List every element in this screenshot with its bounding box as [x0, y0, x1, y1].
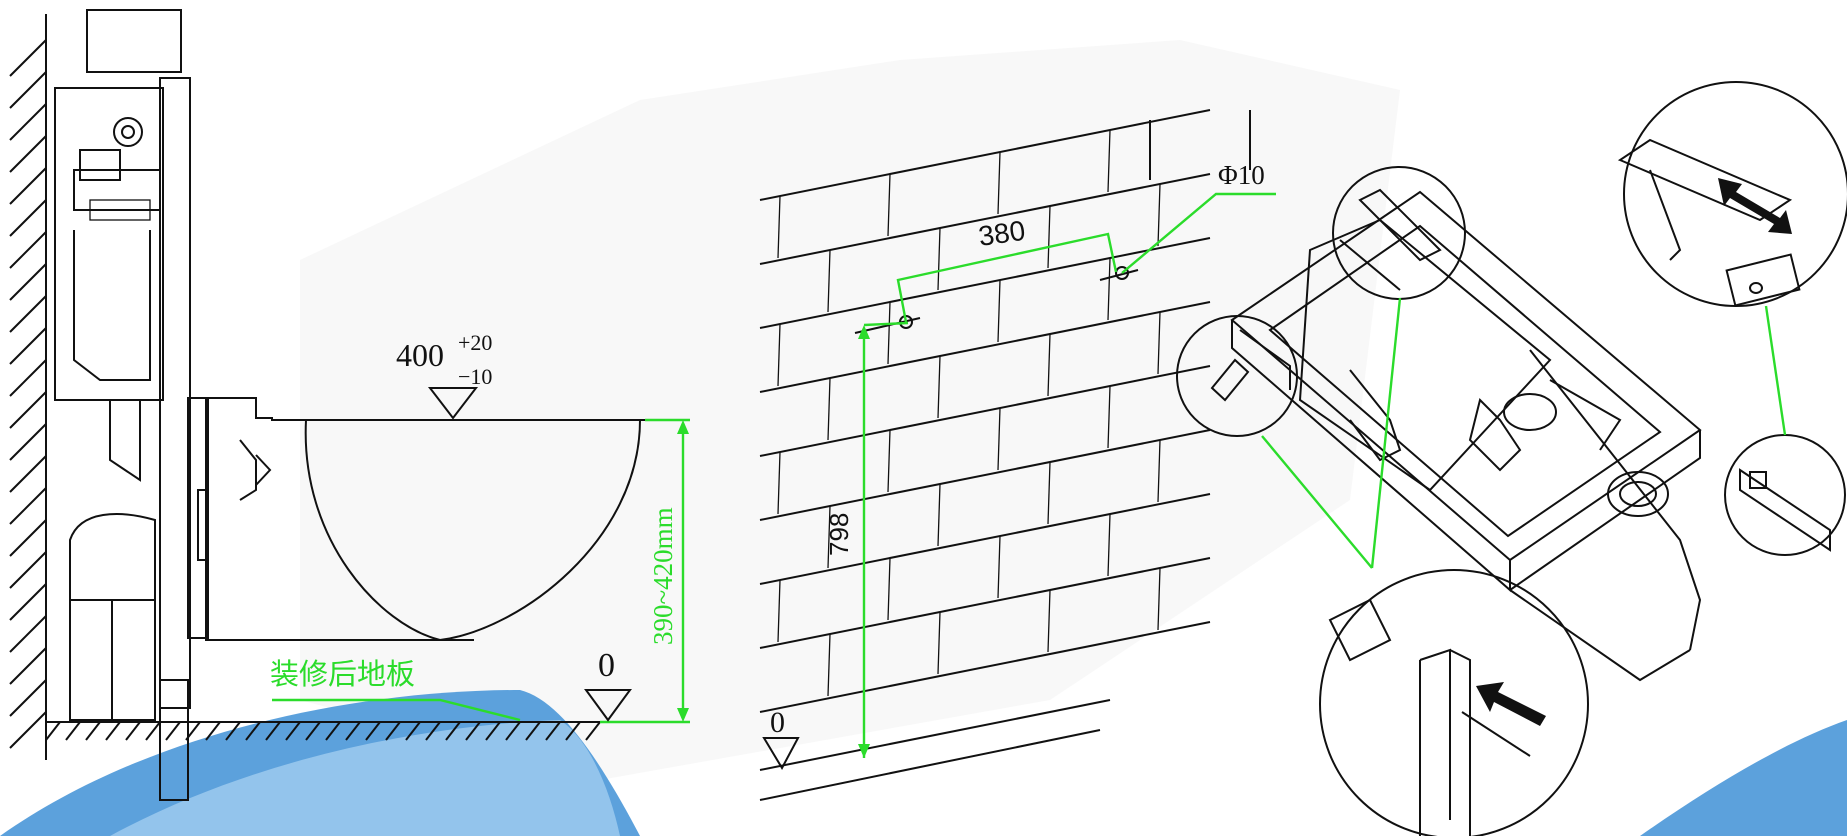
wall-zero-triangle: [762, 737, 800, 771]
hole-diameter-label: Φ10: [1218, 160, 1265, 190]
range-label: 390~420mm: [648, 507, 678, 645]
height-triangle: [427, 387, 479, 420]
floor-zero-triangle: [584, 689, 632, 722]
spacing-label: 380: [977, 215, 1028, 252]
mounting-hole-right: [1099, 266, 1139, 281]
floor-hatch: [45, 721, 601, 741]
spacing-dimension: [896, 232, 1118, 323]
detail-circle-left: [1176, 315, 1298, 437]
wall-hatch: [9, 39, 47, 749]
height-dimension-798: [858, 321, 909, 758]
wall-zero-label: 0: [770, 706, 785, 739]
installation-frame: [1230, 190, 1702, 682]
finished-floor-label: 装修后地板: [270, 658, 415, 691]
brick-wall: [759, 109, 1251, 801]
side-view: 400 +20 −10 390~420mm 0 装修后地板: [9, 9, 690, 801]
detail-circle-bottom: [1319, 569, 1589, 836]
detail-circle-right: [1724, 434, 1846, 556]
cistern-frame: [54, 9, 209, 801]
insert-arrow-icon: [1476, 682, 1546, 726]
mount-height-label: 798: [824, 513, 854, 556]
watermark-swoosh-right: [1640, 720, 1847, 836]
watermark: [0, 40, 1847, 836]
wall-view: 380 Φ10 798 0: [759, 81, 1847, 836]
tolerance-upper: +20: [458, 330, 492, 355]
toilet-bowl: [205, 397, 645, 642]
watermark-bg-shape: [300, 40, 1400, 780]
detail-circle-upper-right: [1617, 81, 1847, 307]
bowl-height-dimension: 390~420mm: [600, 418, 690, 724]
hole-leader: [1121, 192, 1276, 274]
detail-leaders: [1261, 297, 1787, 569]
height-label: 400: [396, 337, 444, 373]
floor-leader: [272, 698, 521, 722]
tolerance-lower: −10: [458, 364, 492, 389]
floor-zero-label: 0: [598, 647, 615, 684]
watermark-swoosh-light: [110, 720, 620, 836]
slide-arrow-icon: [1718, 178, 1792, 234]
